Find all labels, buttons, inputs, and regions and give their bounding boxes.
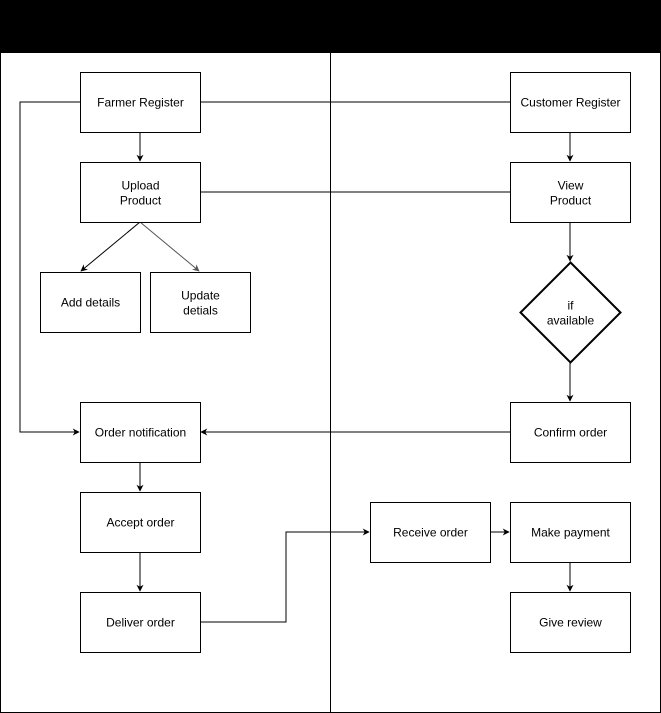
node-update-details-label-line2: detials bbox=[183, 304, 218, 318]
node-view-product-label-line2: Product bbox=[550, 194, 592, 208]
node-give-review: Give review bbox=[510, 592, 631, 653]
node-order-notification-label: Order notification bbox=[95, 426, 186, 440]
node-upload-product-label-line1: Upload bbox=[121, 179, 159, 193]
node-view-product: View Product bbox=[510, 162, 631, 223]
node-update-details-label-line1: Update bbox=[181, 289, 220, 303]
node-farmer-register: Farmer Register bbox=[80, 72, 201, 133]
node-add-details-label: Add details bbox=[61, 296, 120, 310]
node-view-product-label-line1: View bbox=[558, 179, 584, 193]
node-if-available-label-line1: if bbox=[568, 299, 575, 313]
node-accept-order: Accept order bbox=[80, 492, 201, 553]
node-order-notification: Order notification bbox=[80, 402, 201, 463]
node-customer-register-label: Customer Register bbox=[520, 96, 620, 110]
arrow-deliver-to-receive bbox=[200, 528, 370, 623]
swimlane-header bbox=[0, 0, 661, 52]
node-customer-register: Customer Register bbox=[510, 72, 631, 133]
node-upload-product: Upload Product bbox=[80, 162, 201, 223]
node-farmer-register-label: Farmer Register bbox=[97, 96, 184, 110]
node-receive-order-label: Receive order bbox=[393, 526, 468, 540]
arrow-upload-to-update bbox=[139, 221, 200, 272]
node-deliver-order: Deliver order bbox=[80, 592, 201, 653]
connectors bbox=[19, 101, 574, 623]
arrow-farmer-to-notification bbox=[19, 101, 80, 436]
node-update-details: Update detials bbox=[150, 272, 251, 333]
node-deliver-order-label: Deliver order bbox=[106, 616, 175, 630]
node-give-review-label: Give review bbox=[539, 616, 602, 630]
node-confirm-order: Confirm order bbox=[510, 402, 631, 463]
node-receive-order: Receive order bbox=[370, 502, 491, 563]
node-accept-order-label: Accept order bbox=[106, 516, 174, 530]
node-confirm-order-label: Confirm order bbox=[534, 426, 607, 440]
node-add-details: Add details bbox=[40, 272, 141, 333]
node-make-payment-label: Make payment bbox=[531, 526, 610, 540]
node-if-available-label-line2: available bbox=[547, 314, 595, 328]
node-make-payment: Make payment bbox=[510, 502, 631, 563]
node-upload-product-label-line2: Product bbox=[120, 194, 162, 208]
node-if-available-decision: if available bbox=[519, 261, 622, 364]
arrow-upload-to-add bbox=[80, 221, 141, 272]
